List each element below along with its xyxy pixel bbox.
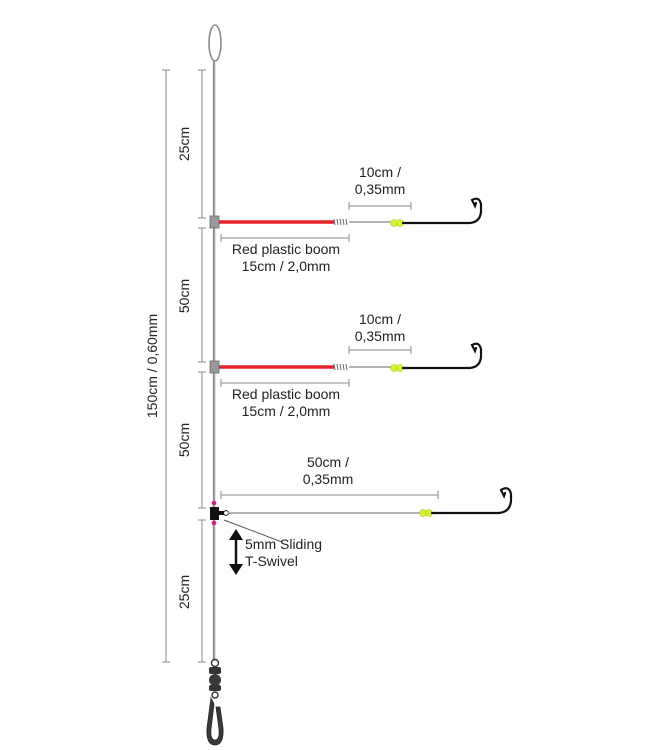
boom-2-dimension	[220, 379, 350, 387]
slide-arrow-icon	[229, 529, 243, 575]
bead-pair-2	[390, 364, 404, 372]
boom-1-label-line1: Red plastic boom	[232, 241, 340, 257]
boom-2-label-line1: Red plastic boom	[232, 386, 340, 402]
t-swivel	[210, 500, 229, 526]
dimension-lines	[162, 69, 206, 663]
snood-3-label-line1: 50cm /	[307, 454, 349, 470]
main-line	[212, 61, 216, 660]
segment-mid1-label: 50cm	[176, 279, 192, 313]
swivel-label-line1: 5mm Sliding	[245, 536, 322, 552]
bead-pair-1	[390, 219, 404, 227]
boom-1-dimension	[220, 234, 350, 242]
snood-3-label-line2: 0,35mm	[303, 471, 354, 487]
segment-top-label: 25cm	[176, 127, 192, 161]
snap-swivel	[206, 658, 224, 746]
snood-2-label-line2: 0,35mm	[355, 328, 406, 344]
swivel-pointer-line	[223, 519, 283, 543]
segment-bottom-label: 25cm	[176, 575, 192, 609]
swivel-label-line2: T-Swivel	[245, 553, 298, 569]
boom-2	[209, 360, 392, 374]
snood-3-dimension	[220, 491, 439, 499]
snood-1-label-line2: 0,35mm	[355, 181, 406, 197]
segment-mid2-label: 50cm	[176, 423, 192, 457]
hook-1	[401, 197, 483, 225]
snood-2-dimension	[348, 346, 412, 354]
total-length-label: 150cm / 0,60mm	[144, 314, 160, 418]
hook-2	[401, 342, 483, 370]
boom-1-label-line2: 15cm / 2,0mm	[242, 258, 331, 274]
hook-3	[430, 487, 513, 515]
top-loop	[208, 24, 222, 62]
bead-pair-3	[419, 509, 433, 517]
snood-1-dimension	[348, 202, 412, 210]
boom-1	[209, 215, 392, 229]
boom-2-label-line2: 15cm / 2,0mm	[242, 403, 331, 419]
snood-1-label-line1: 10cm /	[359, 164, 401, 180]
snood-2-label-line1: 10cm /	[359, 311, 401, 327]
